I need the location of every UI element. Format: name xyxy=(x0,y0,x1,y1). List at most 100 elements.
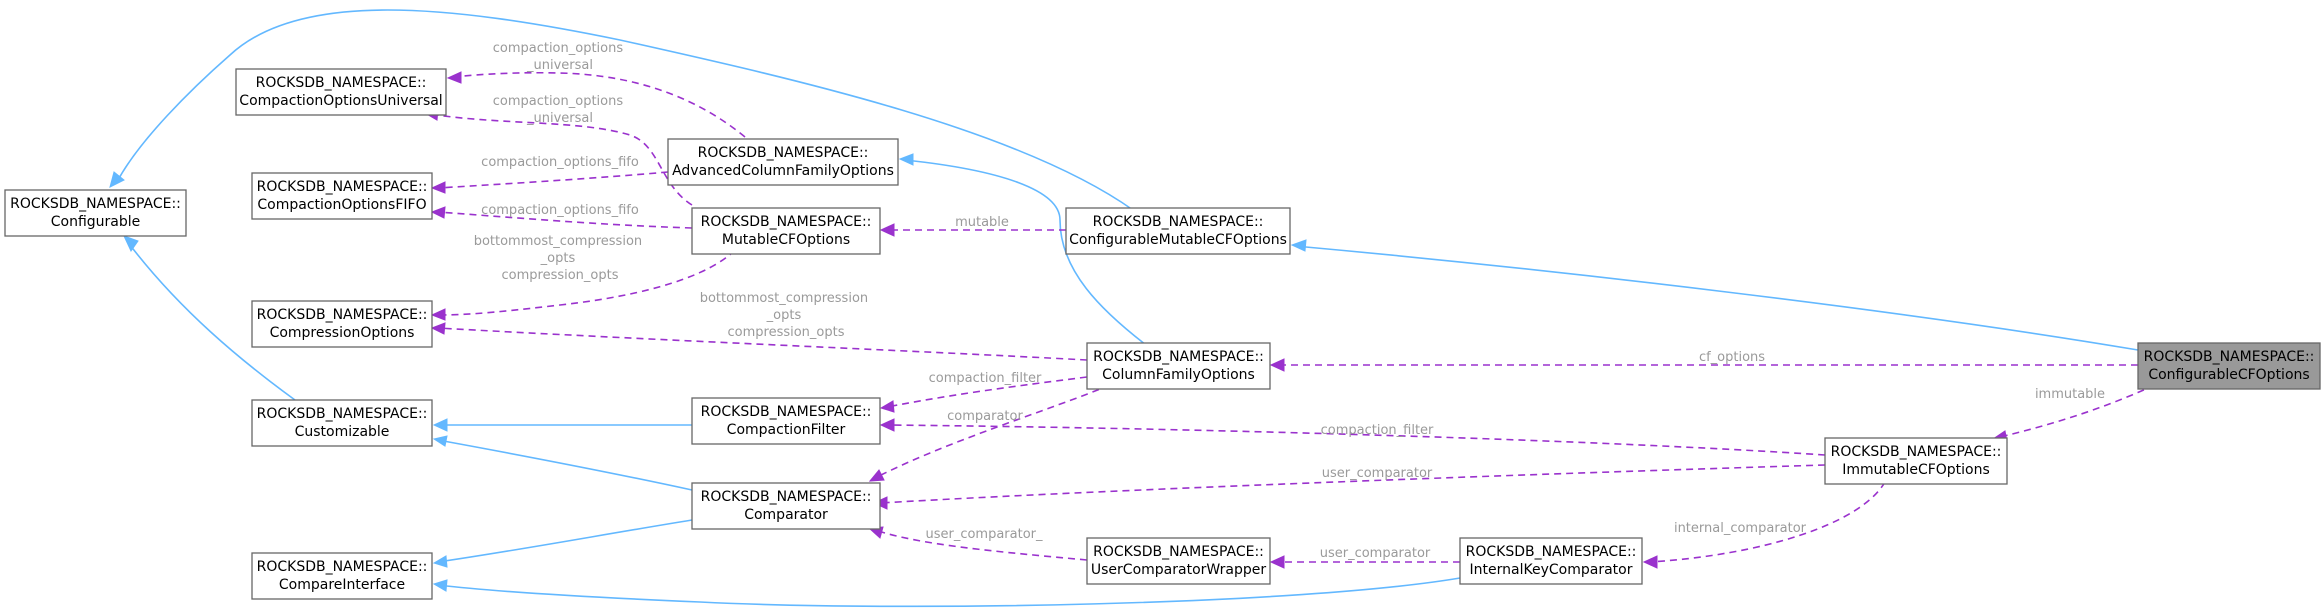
node-mutable-cf-options[interactable]: ROCKSDB_NAMESPACE:: MutableCFOptions xyxy=(691,207,881,255)
label-comparator: comparator xyxy=(947,409,1023,424)
svg-text:AdvancedColumnFamilyOptions: AdvancedColumnFamilyOptions xyxy=(672,163,894,179)
arrowhead-mutable xyxy=(879,223,895,237)
svg-text:ConfigurableMutableCFOptions: ConfigurableMutableCFOptions xyxy=(1069,232,1287,248)
arrowhead-columnfamily xyxy=(1269,358,1285,372)
edge-userwrapper-comparator xyxy=(874,529,1088,561)
label-compaction-filter: compaction_filter xyxy=(929,371,1042,386)
arrowhead-configurable-top xyxy=(109,171,125,188)
label-mut-fifo: compaction_options_fifo xyxy=(481,203,639,218)
node-configurable-cf-options[interactable]: ROCKSDB_NAMESPACE:: ConfigurableCFOption… xyxy=(2137,342,2321,390)
svg-text:ROCKSDB_NAMESPACE::: ROCKSDB_NAMESPACE:: xyxy=(1093,349,1264,365)
svg-text:ConfigurableCFOptions: ConfigurableCFOptions xyxy=(2148,367,2309,383)
edge-configurablecf-to-configurablemutable xyxy=(1294,245,2139,351)
arrowhead-compression-2 xyxy=(430,322,446,335)
edge-columnfamily-compactionfilter xyxy=(886,376,1088,408)
svg-text:ROCKSDB_NAMESPACE::: ROCKSDB_NAMESPACE:: xyxy=(1093,214,1264,230)
edge-comparator-to-compareinterface xyxy=(437,519,693,563)
svg-text:Customizable: Customizable xyxy=(295,424,390,440)
svg-text:MutableCFOptions: MutableCFOptions xyxy=(722,232,850,248)
label-immutable: immutable xyxy=(2035,387,2105,402)
arrowhead-comparator-1 xyxy=(868,469,885,482)
label-cf-options: cf_options xyxy=(1699,350,1765,365)
svg-text:ImmutableCFOptions: ImmutableCFOptions xyxy=(1842,462,1990,478)
svg-text:ROCKSDB_NAMESPACE::: ROCKSDB_NAMESPACE:: xyxy=(2144,349,2315,365)
svg-text:ROCKSDB_NAMESPACE::: ROCKSDB_NAMESPACE:: xyxy=(257,179,428,195)
label-mutable: mutable xyxy=(955,215,1009,230)
edge-columnfamily-to-advanced xyxy=(904,159,1151,349)
edge-mutable-universal xyxy=(429,113,693,206)
svg-text:ROCKSDB_NAMESPACE::: ROCKSDB_NAMESPACE:: xyxy=(698,145,869,161)
svg-text:Configurable: Configurable xyxy=(51,214,141,230)
svg-text:ROCKSDB_NAMESPACE::: ROCKSDB_NAMESPACE:: xyxy=(257,406,428,422)
svg-text:Comparator: Comparator xyxy=(744,507,828,523)
edge-comparator-to-customizable xyxy=(437,439,693,491)
label-cfo-compression: bottommost_compression _opts compression… xyxy=(700,291,873,340)
edge-advanced-universal xyxy=(454,71,746,138)
node-compaction-filter[interactable]: ROCKSDB_NAMESPACE:: CompactionFilter xyxy=(691,397,881,445)
arrowhead-configurable-bottom xyxy=(123,235,139,252)
edge-columnfamily-comparator xyxy=(874,384,1111,479)
arrowhead-compactionfilter-1 xyxy=(879,400,895,413)
edge-immutable-internalkey xyxy=(1649,481,1886,563)
svg-text:ROCKSDB_NAMESPACE::: ROCKSDB_NAMESPACE:: xyxy=(257,307,428,323)
edge-mutable-compression xyxy=(437,249,736,316)
node-configurable[interactable]: ROCKSDB_NAMESPACE:: Configurable xyxy=(4,189,187,237)
svg-text:CompactionOptionsFIFO: CompactionOptionsFIFO xyxy=(257,197,426,213)
arrowhead-internalkey xyxy=(1642,555,1658,569)
svg-text:CompressionOptions: CompressionOptions xyxy=(270,325,415,341)
arrowhead-fifo-1 xyxy=(430,181,446,194)
arrowhead-userwrapper xyxy=(1269,555,1285,569)
node-compaction-options-fifo[interactable]: ROCKSDB_NAMESPACE:: CompactionOptionsFIF… xyxy=(251,172,433,220)
label-internal-comparator: internal_comparator xyxy=(1674,521,1807,536)
svg-text:ROCKSDB_NAMESPACE::: ROCKSDB_NAMESPACE:: xyxy=(256,75,427,91)
label-adv-fifo: compaction_options_fifo xyxy=(481,155,639,170)
arrowhead-advanced xyxy=(898,153,914,166)
node-configurable-mutable-cf-options[interactable]: ROCKSDB_NAMESPACE:: ConfigurableMutableC… xyxy=(1065,207,1291,255)
edge-immutable-compactionfilter xyxy=(886,424,1826,456)
edge-configurablecf-immutable xyxy=(1999,384,2156,438)
label-adv-universal: compaction_options _universal xyxy=(493,41,628,73)
node-column-family-options[interactable]: ROCKSDB_NAMESPACE:: ColumnFamilyOptions xyxy=(1086,342,1271,390)
label-user-comparator-wrapper: user_comparator_ xyxy=(925,527,1043,542)
arrowhead-customizable-1 xyxy=(432,418,448,432)
arrowhead-compareinterface-2 xyxy=(432,579,448,592)
svg-text:CompactionOptionsUniversal: CompactionOptionsUniversal xyxy=(239,93,442,109)
node-compression-options[interactable]: ROCKSDB_NAMESPACE:: CompressionOptions xyxy=(251,300,433,348)
edge-advanced-fifo xyxy=(437,171,669,189)
edge-columnfamily-compression xyxy=(437,327,1088,361)
label-mut-universal: compaction_options _universal xyxy=(493,94,628,126)
node-customizable[interactable]: ROCKSDB_NAMESPACE:: Customizable xyxy=(251,399,433,447)
node-comparator[interactable]: ROCKSDB_NAMESPACE:: Comparator xyxy=(691,482,881,530)
svg-text:ROCKSDB_NAMESPACE::: ROCKSDB_NAMESPACE:: xyxy=(10,196,181,212)
arrowhead-compareinterface-1 xyxy=(432,555,448,568)
edge-customizable-to-configurable xyxy=(129,244,296,401)
arrowhead-compression-1 xyxy=(430,308,446,321)
arrowhead-customizable-2 xyxy=(432,435,448,447)
edge-internalkey-to-compareinterface xyxy=(437,577,1461,608)
node-user-comparator-wrapper[interactable]: ROCKSDB_NAMESPACE:: UserComparatorWrappe… xyxy=(1086,537,1271,585)
svg-text:ROCKSDB_NAMESPACE::: ROCKSDB_NAMESPACE:: xyxy=(1466,544,1637,560)
svg-text:ROCKSDB_NAMESPACE::: ROCKSDB_NAMESPACE:: xyxy=(701,489,872,505)
node-compaction-options-universal[interactable]: ROCKSDB_NAMESPACE:: CompactionOptionsUni… xyxy=(235,68,447,116)
svg-text:ROCKSDB_NAMESPACE::: ROCKSDB_NAMESPACE:: xyxy=(257,559,428,575)
label-user-comparator-ikc: user_comparator xyxy=(1320,546,1431,561)
node-advanced-cf-options[interactable]: ROCKSDB_NAMESPACE:: AdvancedColumnFamily… xyxy=(667,138,899,186)
svg-text:CompareInterface: CompareInterface xyxy=(279,577,405,593)
svg-text:ROCKSDB_NAMESPACE::: ROCKSDB_NAMESPACE:: xyxy=(1831,444,2002,460)
arrowhead-fifo-2 xyxy=(430,206,446,219)
edge-immutable-comparator xyxy=(879,464,1826,504)
node-internal-key-comparator[interactable]: ROCKSDB_NAMESPACE:: InternalKeyComparato… xyxy=(1459,537,1643,585)
svg-text:UserComparatorWrapper: UserComparatorWrapper xyxy=(1091,562,1266,578)
svg-text:ROCKSDB_NAMESPACE::: ROCKSDB_NAMESPACE:: xyxy=(701,404,872,420)
svg-text:ROCKSDB_NAMESPACE::: ROCKSDB_NAMESPACE:: xyxy=(701,214,872,230)
svg-text:CompactionFilter: CompactionFilter xyxy=(727,422,846,438)
svg-text:ColumnFamilyOptions: ColumnFamilyOptions xyxy=(1102,367,1255,383)
node-compare-interface[interactable]: ROCKSDB_NAMESPACE:: CompareInterface xyxy=(251,552,433,600)
node-immutable-cf-options[interactable]: ROCKSDB_NAMESPACE:: ImmutableCFOptions xyxy=(1824,437,2008,485)
label-user-comparator-imm: user_comparator xyxy=(1322,466,1433,481)
arrowhead-configurablemutable xyxy=(1290,239,1307,252)
svg-text:InternalKeyComparator: InternalKeyComparator xyxy=(1470,562,1633,578)
label-mut-compression: bottommost_compression _opts compression… xyxy=(474,234,647,283)
edge-configurablemutable-to-configurable xyxy=(117,9,1134,211)
